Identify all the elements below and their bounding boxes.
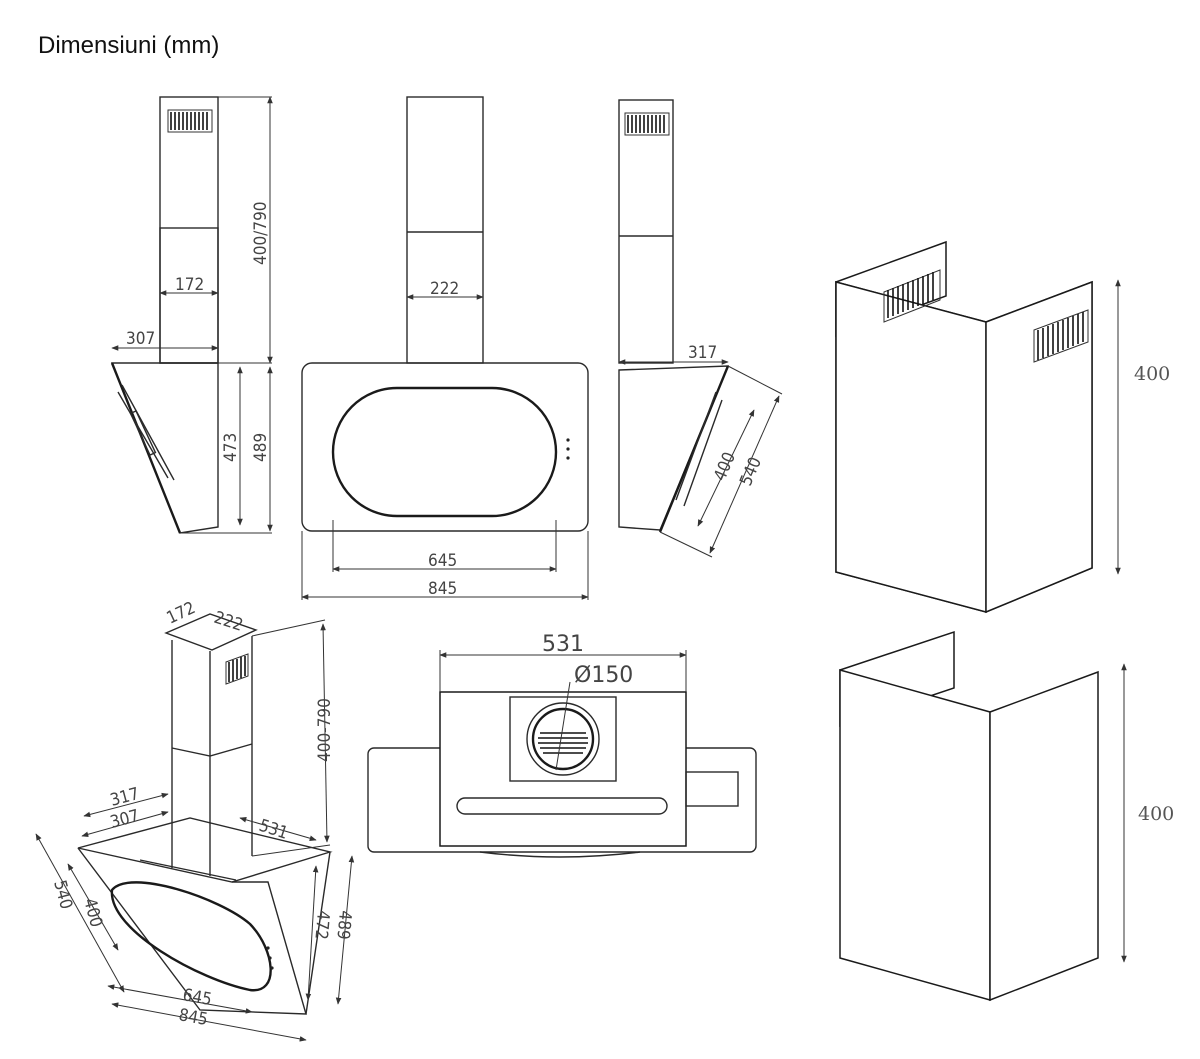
page-title: Dimensiuni (mm) [38, 32, 220, 59]
dim-531-iso: 531 [256, 816, 290, 844]
vent-grille-icon [624, 112, 670, 136]
front-window [331, 386, 558, 518]
vent-grille-icon [883, 269, 941, 323]
duct-outlet-icon [531, 707, 595, 771]
dim-222: 222 [430, 279, 459, 299]
front-view: 222 645 845 [301, 96, 589, 600]
right-chimney [618, 99, 674, 364]
dim-540-iso: 540 [49, 878, 76, 911]
chimney-outer [159, 96, 219, 364]
top-control-box [685, 771, 739, 807]
dim-845: 845 [428, 579, 457, 599]
dim-531: 531 [542, 632, 584, 657]
vent-grille-icon [167, 109, 213, 133]
dim-400-790-iso: 400-790 [315, 698, 335, 762]
control-buttons-icon [566, 438, 570, 460]
dim-400-790: 400/790 [251, 201, 271, 265]
dim-489: 489 [251, 433, 271, 462]
vent-grille-icon [1033, 309, 1089, 363]
dim-540: 540 [736, 454, 766, 489]
dim-172-iso: 172 [164, 598, 199, 628]
dim-222-iso: 222 [211, 608, 245, 636]
cover-side-panel [989, 670, 1099, 1002]
dim-473: 473 [221, 433, 241, 462]
chimney-cover-upper: 400 [835, 240, 1170, 614]
right-hood-body [618, 365, 730, 531]
isometric-view: 172 222 400-790 317 307 531 540 400 489 … [35, 598, 355, 1042]
front-glass [301, 362, 589, 532]
side-view-right: 317 540 400 [618, 99, 783, 558]
side-view-left: 400/790 172 307 473 489 [110, 96, 273, 534]
top-view: 531 Ø150 [367, 632, 757, 858]
chimney-cover-lower: 400 [839, 630, 1174, 1002]
dim-diameter-150: Ø150 [574, 663, 633, 688]
dim-307: 307 [126, 329, 155, 349]
top-motor-box [509, 696, 617, 782]
vent-grille-icon [225, 653, 249, 685]
cover-front-panel [839, 669, 991, 1001]
dim-845-iso: 845 [177, 1005, 209, 1030]
cover-front-panel [835, 281, 987, 613]
iso-window [110, 881, 272, 992]
chimney-inner [159, 227, 219, 364]
iso-chimney-top [164, 613, 258, 651]
dim-317: 317 [688, 343, 717, 363]
dim-400-iso: 400 [79, 896, 106, 929]
front-chimney [406, 96, 484, 364]
dim-400: 400 [710, 449, 740, 484]
dim-645: 645 [428, 551, 457, 571]
dim-172: 172 [175, 275, 204, 295]
dim-489-iso: 489 [332, 910, 354, 941]
hood-body [110, 362, 219, 534]
cover-side-panel [985, 280, 1093, 614]
dim-472-iso: 472 [310, 910, 332, 941]
top-light-bar [456, 797, 668, 815]
dim-400-cover-upper: 400 [1134, 363, 1170, 385]
control-buttons-icon [266, 946, 274, 970]
dim-400-cover-lower: 400 [1138, 803, 1174, 825]
